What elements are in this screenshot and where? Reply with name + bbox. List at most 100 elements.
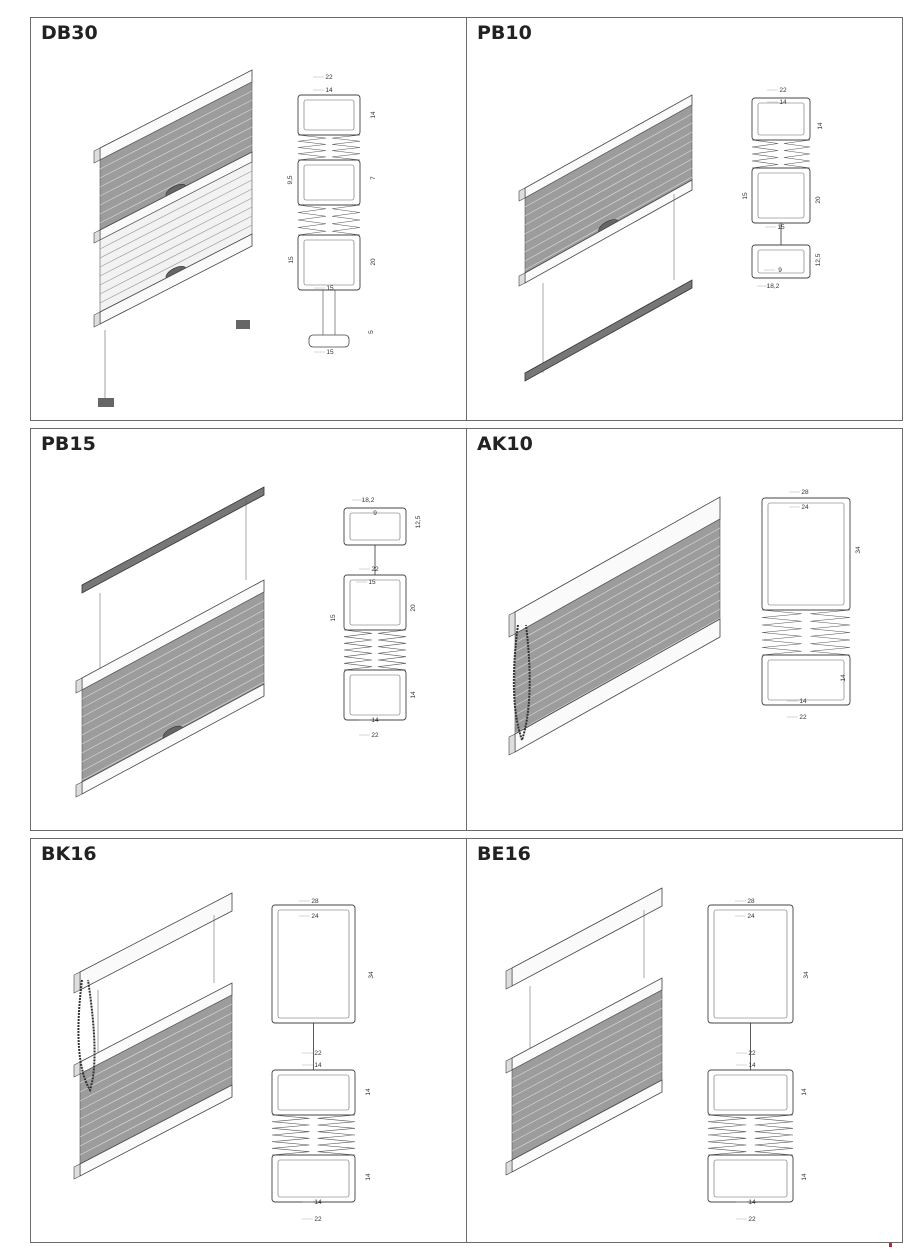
pleat-line [79,1030,233,1111]
dimension-label: 22 [314,1216,322,1223]
pleat-line [79,1012,233,1093]
rail-end [518,272,526,287]
profile-inner [713,1074,788,1111]
corner-mark [889,1243,892,1247]
profile-inner [757,102,805,136]
pleat-line [524,131,693,226]
dimension-label: 34 [855,546,862,554]
pleat-line [79,1021,233,1102]
profile-inner [303,239,355,286]
profile-inner [767,502,845,606]
profile-rail [751,244,811,279]
rail-end [73,1061,81,1078]
dimension-label: 14 [748,1199,756,1206]
pleat-line [99,179,253,259]
rail [511,887,663,987]
rail-end [508,611,516,638]
profile-inner [303,164,355,201]
pleat-line [81,636,265,736]
dimension-label: 28 [747,898,755,905]
panel-title: BK16 [41,843,97,865]
pleat-zigzag [297,204,361,236]
profile-inner [767,659,845,701]
dimension-label: 9,5 [287,175,294,184]
pleat-line [514,617,721,734]
panel-pb10: PB10 [466,17,903,421]
pleat-line [99,215,253,295]
dimension-label: 9 [373,510,377,517]
dimension-label: 9 [778,267,782,274]
profile-rail [343,574,407,631]
profile-inner [349,579,401,626]
dimension-label: 14 [371,717,379,724]
pleat-line [81,618,265,718]
profile-rail [761,497,851,611]
dimension-label: 15 [288,256,295,264]
pleat-line [524,158,693,253]
bead-chain [77,979,96,1093]
rail-end [75,781,83,798]
profile-rail [343,669,407,721]
panel-ak10: AK10 [466,428,903,831]
profile-inner [757,249,805,274]
profile-rail [297,94,361,136]
dimension-label: 14 [325,87,333,94]
pleat-line [524,167,693,262]
rail-end [93,311,101,328]
pleat-line [524,113,693,208]
handle-base [308,334,350,348]
pleat-line [514,527,721,644]
dimension-label: 28 [801,489,809,496]
pleat-line [524,122,693,217]
pleat-line [99,135,253,215]
cord-weight [98,398,114,407]
pleat-line [81,609,265,709]
panel-title: BE16 [477,843,531,865]
pleat-line [524,140,693,235]
pleat-zigzag [751,139,811,169]
dimension-label: 15 [742,192,749,200]
dimension-label: 14 [365,1173,372,1181]
panel-title: AK10 [477,433,533,455]
dimension-label: 14 [799,698,807,705]
dimension-label: 22 [325,74,333,81]
pleat-line [524,149,693,244]
pleat-zigzag [343,629,407,671]
profile-rail [707,1154,794,1203]
pleat-line [81,600,265,700]
dimension-label: 34 [368,971,375,979]
panel-title: PB10 [477,22,532,44]
dimension-label: 22 [799,714,807,721]
rail-end [505,1057,513,1074]
dimension-label: 24 [311,913,319,920]
dimension-label: 22 [779,87,787,94]
dimension-label: 12,5 [415,515,422,528]
pleat-line [81,627,265,727]
pleat-line [79,1003,233,1084]
bead-chain [512,624,531,744]
dimension-label: 14 [779,99,787,106]
fabric [524,104,693,274]
pleat-line [79,1048,233,1129]
profile-rail [297,234,361,291]
pleat-line [514,608,721,725]
profile-inner [757,172,805,219]
rail [79,892,233,991]
dimension-label: 14 [370,111,377,119]
pleat-line [79,1075,233,1156]
dimension-label: 14 [748,1062,756,1069]
rail-end [505,967,513,990]
pleat-line [511,1007,663,1089]
dimension-label: 22 [748,1050,756,1057]
rail-end [73,1163,81,1180]
pleat-line [514,563,721,680]
pleat-zigzag [297,134,361,161]
dimension-label: 14 [314,1062,322,1069]
pleat-zigzag [707,1114,794,1156]
profile-rail [761,654,851,706]
pleat-line [514,536,721,653]
pleat-line [79,1066,233,1147]
dimension-label: 15 [777,224,785,231]
